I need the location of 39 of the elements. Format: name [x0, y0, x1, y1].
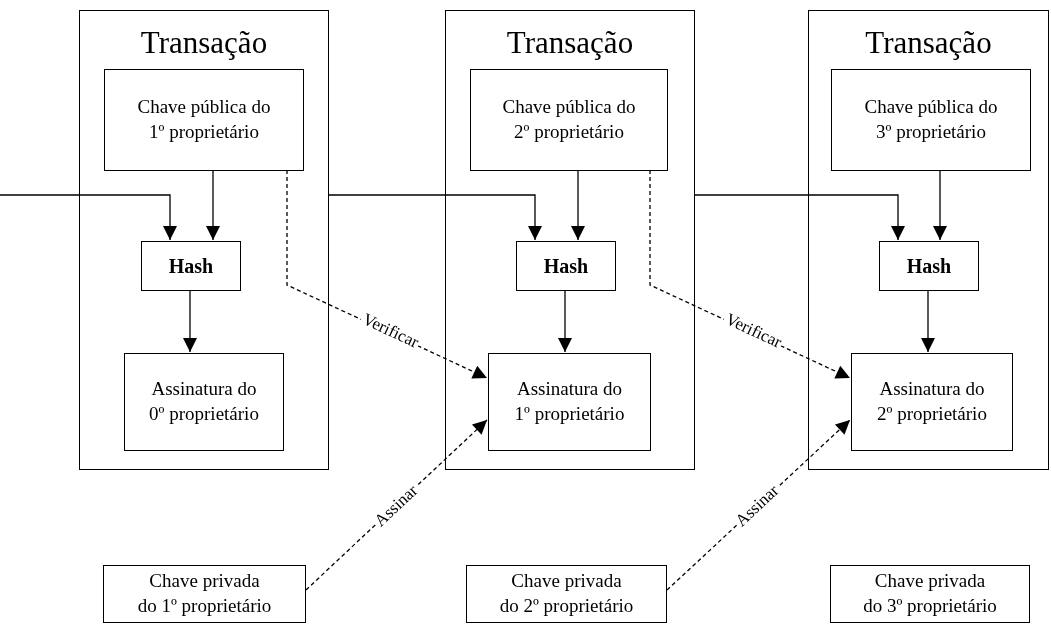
- box-title: Transação: [865, 25, 992, 61]
- transaction-box: [445, 10, 695, 470]
- box-label: Assinatura do 2º proprietário: [876, 377, 988, 426]
- hash-box: [516, 241, 616, 291]
- box-label: Chave privada do 1º proprietário: [136, 569, 273, 618]
- transaction-box: [79, 10, 329, 470]
- key-box: [830, 565, 1030, 623]
- arrow: [328, 194, 542, 241]
- arrow: [558, 289, 572, 353]
- box-title: Transação: [140, 25, 268, 61]
- box-label: Chave pública do 2º proprietário: [501, 95, 637, 144]
- key-box: [104, 69, 304, 171]
- key-box: [851, 353, 1013, 451]
- key-box: [470, 69, 668, 171]
- arrow: [206, 169, 220, 241]
- hash-box: [879, 241, 979, 291]
- key-box: [103, 565, 306, 623]
- arrow: [933, 169, 947, 241]
- box-title: Transação: [506, 25, 634, 61]
- key-box: [488, 353, 651, 451]
- arrow: [183, 289, 197, 353]
- arrow: [921, 289, 935, 353]
- box-label: Chave privada do 3º proprietário: [862, 569, 998, 618]
- box-label: Chave privada do 2º proprietário: [498, 569, 635, 618]
- box-label: Hash: [168, 254, 214, 279]
- box-label: Chave pública do 3º proprietário: [863, 95, 999, 144]
- arrow: [0, 194, 177, 241]
- transaction-box: [808, 10, 1049, 470]
- box-label: Assinatura do 0º proprietário: [148, 377, 260, 426]
- box-label: Chave pública do 1º proprietário: [136, 95, 272, 144]
- key-box: [124, 353, 284, 451]
- hash-box: [141, 241, 241, 291]
- key-box: [466, 565, 667, 623]
- arrow: [694, 194, 905, 241]
- box-label: Hash: [906, 254, 952, 279]
- box-label: Hash: [543, 254, 589, 279]
- arrow: [571, 169, 585, 241]
- box-label: Assinatura do 1º proprietário: [513, 377, 626, 426]
- key-box: [831, 69, 1031, 171]
